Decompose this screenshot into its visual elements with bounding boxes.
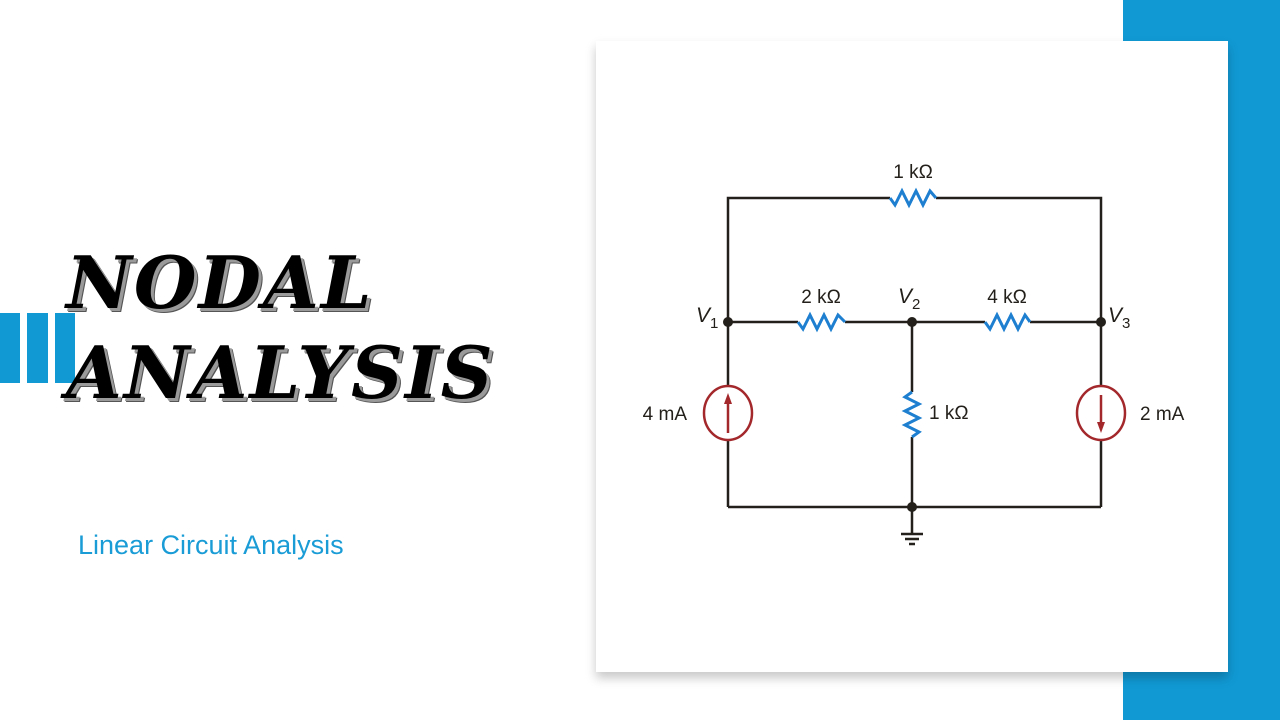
node-dot <box>907 317 917 327</box>
circuit-image-card: 1 kΩ 2 kΩ 4 kΩ 1 kΩ 4 mA 2 mA V1 V2 V3 <box>596 41 1228 672</box>
resistor-icon <box>983 311 1032 333</box>
resistor-icon <box>888 187 938 209</box>
ground-icon <box>901 532 923 546</box>
source-label: 4 mA <box>643 404 688 425</box>
node-label-v1: V1 <box>696 304 718 332</box>
decorative-bar <box>55 313 75 383</box>
resistor-label: 2 kΩ <box>801 287 841 308</box>
node-label-v2: V2 <box>898 285 920 313</box>
resistor-label: 1 kΩ <box>893 162 933 183</box>
resistor-icon <box>901 390 923 439</box>
node-dot <box>723 317 733 327</box>
decorative-bar <box>0 313 20 383</box>
current-source-down-icon <box>1075 384 1127 442</box>
accent-bar-right <box>1228 0 1280 720</box>
resistor-icon <box>796 311 847 333</box>
current-source-up-icon <box>702 384 754 442</box>
node-dot <box>907 502 917 512</box>
node-dot <box>1096 317 1106 327</box>
accent-bar-bottom <box>1123 672 1280 720</box>
node-label-v3: V3 <box>1108 304 1130 332</box>
resistor-label: 4 kΩ <box>987 287 1027 308</box>
decorative-bars <box>0 313 75 383</box>
circuit-diagram: 1 kΩ 2 kΩ 4 kΩ 1 kΩ 4 mA 2 mA V1 V2 V3 <box>643 162 1185 546</box>
resistor-label: 1 kΩ <box>929 403 969 424</box>
slide-subtitle: Linear Circuit Analysis <box>78 530 344 560</box>
title-line-1: NODAL <box>66 240 374 325</box>
title-line-2: ANALYSIS <box>66 330 495 415</box>
decorative-bar <box>27 313 48 383</box>
source-label: 2 mA <box>1140 404 1185 425</box>
slide-title: NODAL ANALYSIS <box>66 238 495 418</box>
